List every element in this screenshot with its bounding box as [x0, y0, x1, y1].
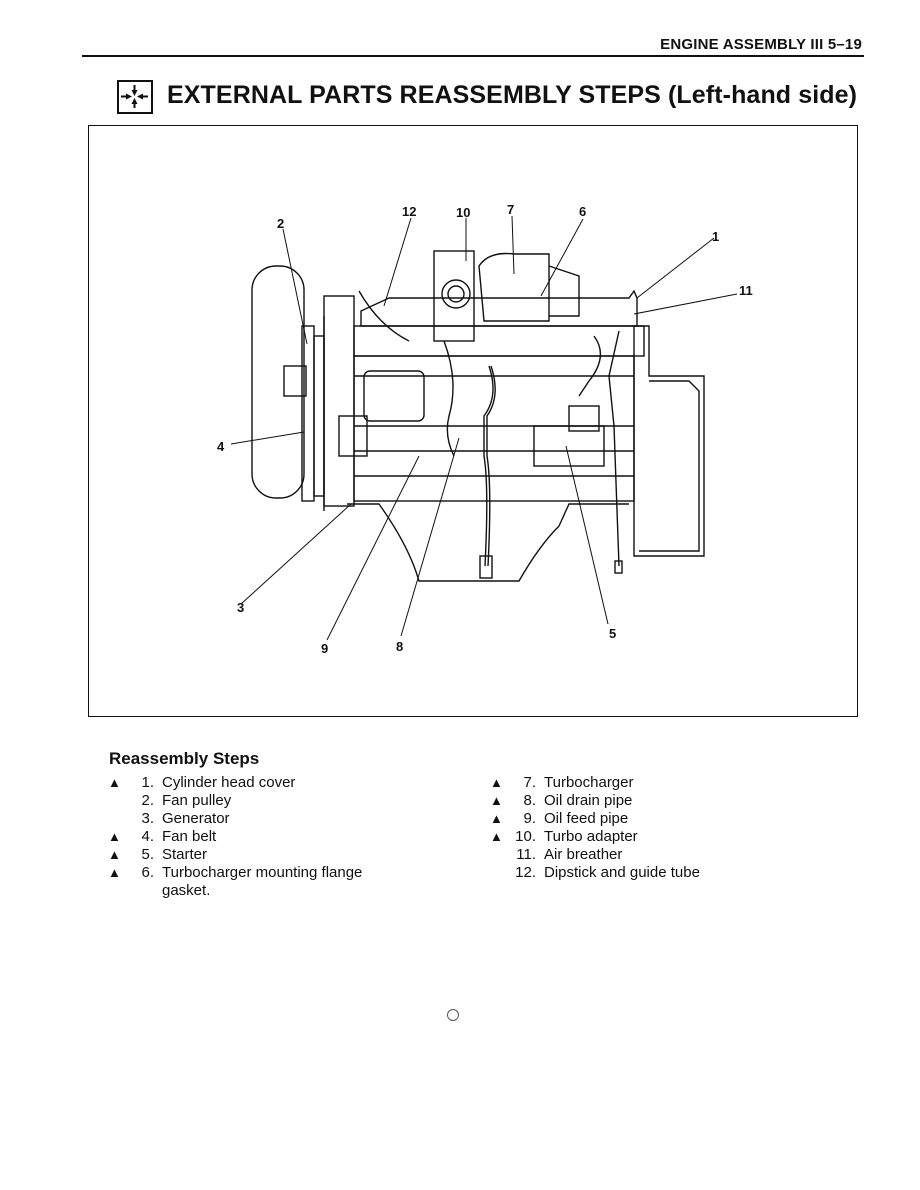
steps-heading: Reassembly Steps [109, 749, 260, 768]
step-number: 1. [141, 774, 154, 791]
step-item: ▲ 1. Cylinder head cover [108, 774, 438, 792]
callout-1: 1 [712, 229, 719, 244]
step-text: Turbo adapter [544, 828, 638, 845]
steps-list-right: ▲ 7. Turbocharger ▲ 8. Oil drain pipe ▲ … [490, 774, 820, 882]
triangle-icon: ▲ [490, 811, 503, 826]
step-item: 3. Generator [108, 810, 438, 828]
page-header-title: ENGINE ASSEMBLY III 5–19 [660, 36, 862, 53]
step-item: ▲ 10. Turbo adapter [490, 828, 820, 846]
step-mark [490, 864, 514, 882]
step-text: Oil feed pipe [544, 810, 629, 827]
step-item: ▲ 4. Fan belt [108, 828, 438, 846]
step-text: Dipstick and guide tube [544, 864, 700, 881]
callout-11: 11 [739, 283, 753, 298]
header-divider [82, 55, 864, 57]
step-mark [108, 792, 132, 810]
engine-figure: 1 2 3 4 5 6 7 8 9 10 11 12 [88, 125, 858, 717]
step-text: Air breather [544, 846, 623, 863]
step-text: Cylinder head cover [162, 774, 296, 791]
triangle-icon: ▲ [490, 793, 503, 808]
step-number: 10. [515, 828, 536, 845]
steps-list-left: ▲ 1. Cylinder head cover 2. Fan pulley 3… [108, 774, 438, 900]
step-number: 9. [523, 810, 536, 827]
callout-12: 12 [402, 204, 416, 219]
step-number: 8. [523, 792, 536, 809]
step-number: 12. [515, 864, 536, 881]
triangle-icon: ▲ [490, 829, 503, 844]
page-mark-icon [447, 1009, 459, 1021]
step-item: ▲ 7. Turbocharger [490, 774, 820, 792]
step-number: 7. [523, 774, 536, 791]
step-item: 11. Air breather [490, 846, 820, 864]
step-text: Generator [162, 810, 230, 827]
step-number: 6. [141, 864, 154, 881]
callout-10: 10 [456, 205, 470, 220]
section-title: EXTERNAL PARTS REASSEMBLY STEPS (Left-ha… [167, 81, 858, 109]
step-text: Fan pulley [162, 792, 232, 809]
fan-blade [251, 265, 305, 499]
step-mark [490, 846, 514, 864]
triangle-icon: ▲ [108, 775, 121, 790]
step-mark [108, 810, 132, 828]
step-item: ▲ 8. Oil drain pipe [490, 792, 820, 810]
triangle-icon: ▲ [108, 865, 121, 880]
callout-3: 3 [237, 600, 244, 615]
triangle-icon: ▲ [108, 829, 121, 844]
step-item: ▲ 9. Oil feed pipe [490, 810, 820, 828]
step-text: Turbocharger mounting flange gasket. [162, 864, 363, 899]
step-text: Turbocharger [544, 774, 634, 791]
step-number: 11. [516, 846, 536, 863]
triangle-icon: ▲ [490, 775, 503, 790]
callout-5: 5 [609, 626, 616, 641]
step-number: 3. [141, 810, 154, 827]
step-number: 4. [141, 828, 154, 845]
callout-9: 9 [321, 641, 328, 656]
step-item: ▲ 5. Starter [108, 846, 438, 864]
callout-2: 2 [277, 216, 284, 231]
step-item: 12. Dipstick and guide tube [490, 864, 820, 882]
callout-6: 6 [579, 204, 586, 219]
callout-8: 8 [396, 639, 403, 654]
fan-hub [283, 365, 307, 397]
step-text: Oil drain pipe [544, 792, 633, 809]
callout-7: 7 [507, 202, 514, 217]
step-text: Fan belt [162, 828, 217, 845]
step-number: 2. [141, 792, 154, 809]
step-text: Starter [162, 846, 208, 863]
callout-4: 4 [217, 439, 225, 454]
engine-illustration: 1 2 3 4 5 6 7 8 9 10 11 12 [217, 202, 753, 656]
step-item: 2. Fan pulley [108, 792, 438, 810]
triangle-icon: ▲ [108, 847, 121, 862]
reassembly-arrows-icon [117, 80, 153, 114]
step-number: 5. [141, 846, 154, 863]
step-item: ▲ 6. Turbocharger mounting flange gasket… [108, 864, 438, 900]
